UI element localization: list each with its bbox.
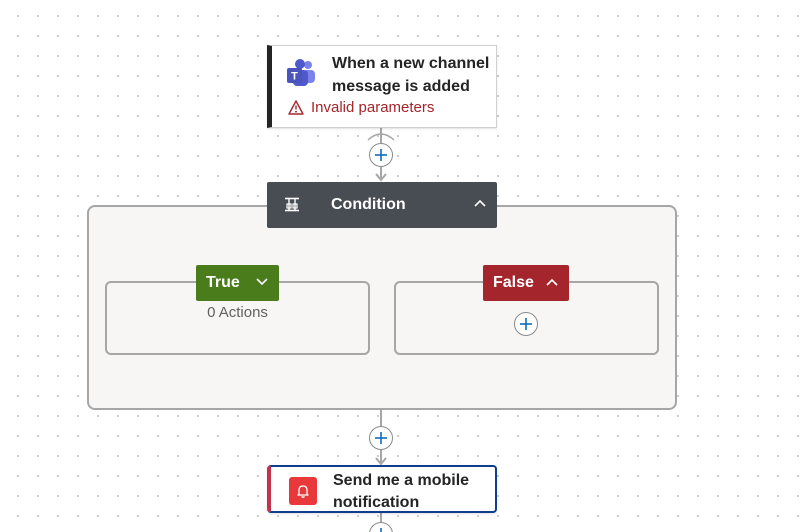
chevron-down-icon[interactable] (255, 277, 269, 287)
false-branch-text: False (493, 274, 534, 291)
bell-icon (289, 477, 317, 505)
trigger-card[interactable]: T When a new channel message is added In… (267, 45, 497, 128)
add-step-button-2[interactable] (369, 426, 393, 450)
notification-card[interactable]: Send me a mobile notification (267, 465, 497, 513)
add-false-action-button[interactable] (514, 312, 538, 336)
trigger-error: Invalid parameters (288, 99, 434, 116)
plus-icon (375, 432, 387, 444)
condition-title: Condition (331, 196, 406, 213)
true-branch-actions-count: 0 Actions (207, 304, 268, 321)
false-branch-label[interactable]: False (483, 265, 569, 301)
condition-icon (285, 197, 299, 212)
add-step-button-1[interactable] (369, 143, 393, 167)
trigger-error-text: Invalid parameters (311, 99, 435, 116)
plus-icon (375, 149, 387, 161)
condition-header[interactable]: Condition (267, 182, 497, 228)
true-branch-text: True (206, 274, 240, 291)
true-branch-label[interactable]: True (196, 265, 279, 301)
plus-icon (520, 318, 532, 330)
warning-icon (288, 100, 304, 115)
trigger-title: When a new channel message is added (332, 55, 490, 95)
notification-title: Send me a mobile notification (333, 472, 470, 511)
chevron-up-icon[interactable] (545, 277, 559, 287)
svg-text:T: T (291, 71, 298, 83)
plus-icon (380, 528, 382, 532)
teams-icon: T (287, 59, 315, 86)
chevron-up-icon[interactable] (473, 198, 487, 208)
